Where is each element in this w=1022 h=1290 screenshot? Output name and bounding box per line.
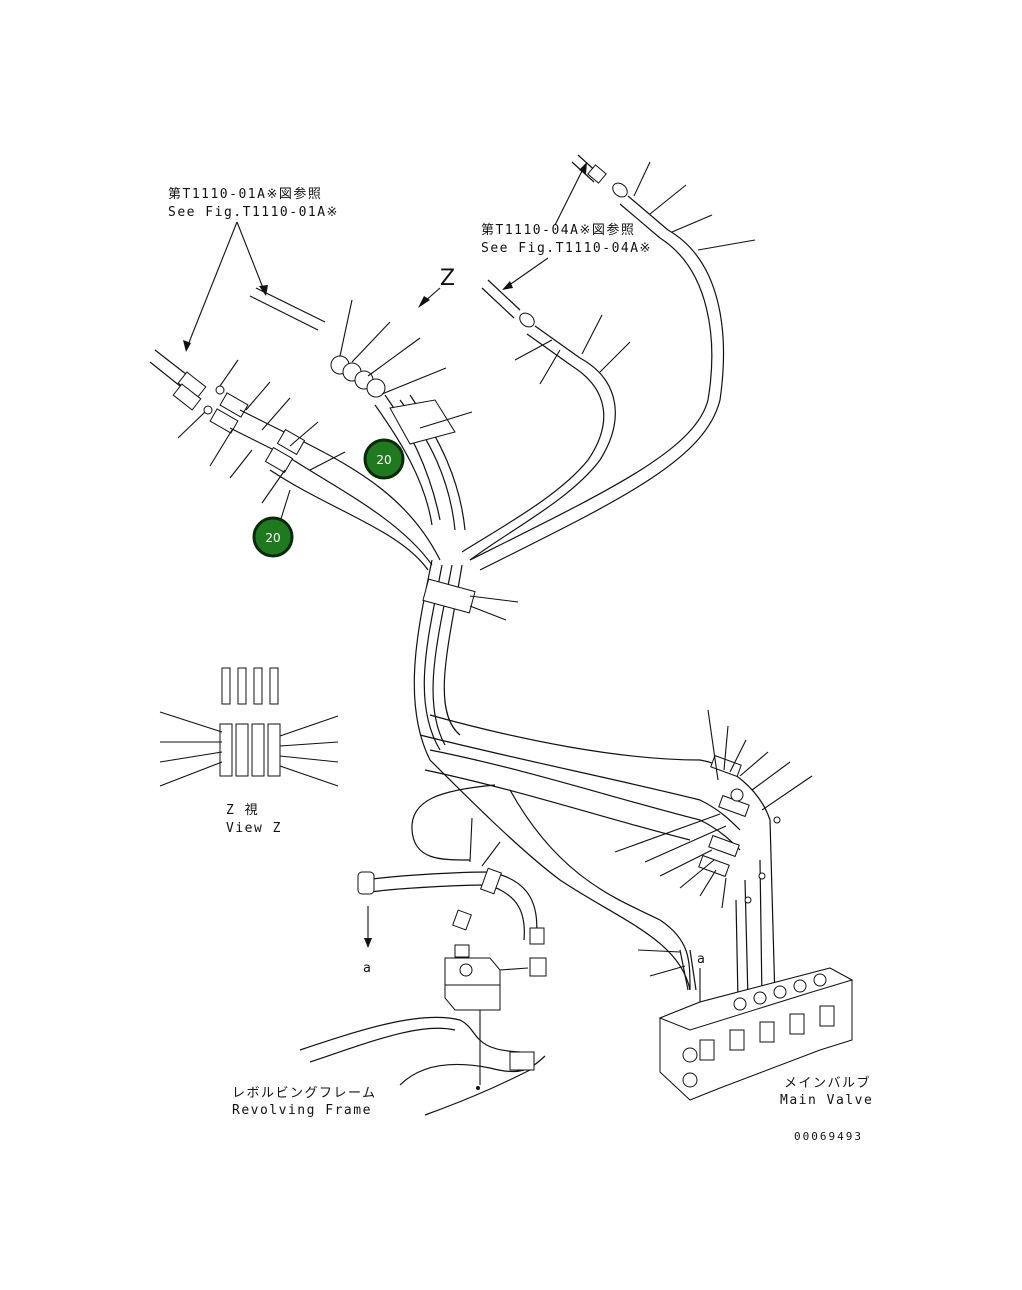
right-fitting-cluster — [461, 154, 756, 571]
ref-left-leaders — [183, 221, 268, 352]
swivel-assembly — [299, 784, 547, 1116]
view-z-detail — [159, 667, 339, 787]
svg-text:20: 20 — [265, 531, 280, 545]
callout-badge-1: 20 — [363, 438, 405, 480]
arrow-a-left: a — [363, 961, 372, 976]
view-z-arrow-icon — [418, 287, 441, 308]
frame-label-jp: レボルビングフレーム — [232, 1086, 377, 1101]
view-z-en: View Z — [226, 821, 282, 836]
frame-label-en: Revolving Frame — [232, 1103, 372, 1118]
valve-label-jp: メインバルブ — [784, 1075, 871, 1091]
middle-fitting-cluster — [330, 299, 473, 531]
ref-left-jp: 第T1110-01A※図参照 — [168, 186, 322, 202]
valve-label-en: Main Valve — [780, 1093, 873, 1108]
view-z-jp: Z 視 — [226, 803, 259, 818]
view-marker-z: Z — [440, 266, 455, 291]
ref-right-jp: 第T1110-04A※図参照 — [481, 222, 635, 238]
arrow-a-right: a — [697, 952, 706, 967]
ref-right-en: See Fig.T1110-04A※ — [481, 241, 652, 256]
svg-text:20: 20 — [376, 453, 391, 467]
drawing-number: 00069493 — [794, 1130, 863, 1143]
ref-left-en: See Fig.T1110-01A※ — [168, 205, 339, 220]
main-valve — [637, 949, 854, 1101]
left-fitting-cluster — [149, 287, 441, 571]
callout-badge-2: 20 — [252, 516, 294, 558]
ref-right-leaders — [502, 162, 587, 290]
main-hose-bundle — [413, 559, 813, 1001]
